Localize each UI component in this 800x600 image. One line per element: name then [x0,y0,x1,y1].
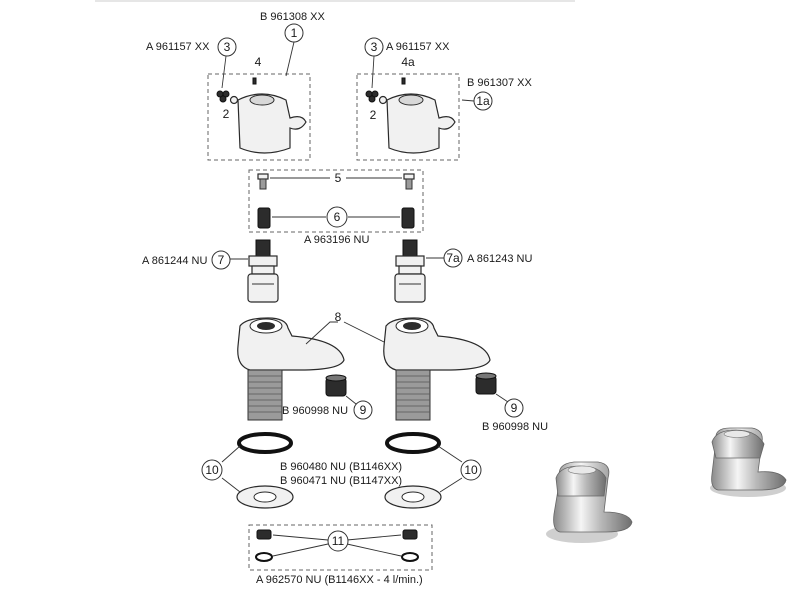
code-handle-left: B 961308 XX [260,11,325,23]
escutcheon-right [384,485,442,509]
aerator-right [475,372,497,395]
code-flow-restrictor: A 962570 NU (B1146XX - 4 l/min.) [256,574,423,586]
cartridge-left [247,239,279,303]
callout-9-left: 9 [353,400,373,420]
screw-left [257,173,269,190]
handle-group-left-box [207,73,311,161]
svg-text:7a: 7a [446,251,460,265]
adapter-right [401,207,415,229]
svg-text:1: 1 [291,26,298,40]
code-aerator-left: B 960998 NU [282,405,348,417]
code-handle-right: B 961307 XX [467,77,532,89]
gasket-ring-left [237,432,293,454]
label-8: 8 [335,310,342,324]
cartridge-right [394,239,426,303]
label-2-right: 2 [370,108,377,122]
code-screw-cap-right: A 961157 XX [386,41,450,53]
screw-right [403,173,415,190]
svg-text:1a: 1a [476,94,490,108]
svg-text:10: 10 [464,463,478,477]
label-4: 4 [255,55,262,69]
svg-text:6: 6 [334,210,341,224]
callout-11: 11 [327,530,349,552]
svg-text:3: 3 [224,40,231,54]
lever-handle-right [386,93,456,154]
flow-insert-left [256,529,272,540]
callout-6: 6 [326,206,348,228]
escutcheon-left [236,485,294,509]
callout-3-left: 3 [217,37,237,57]
washer-left [255,552,273,562]
screw-cap-left [216,90,230,103]
flow-insert-right [402,529,418,540]
lever-handle-left [237,93,307,154]
label-5: 5 [335,171,342,185]
grub-screw-left [229,95,239,105]
aerator-left [325,374,347,397]
washer-group-box [248,524,433,571]
code-cartridge-set: A 963196 NU [304,234,369,246]
svg-text:11: 11 [332,534,345,548]
indicator-left [252,77,257,85]
svg-text:10: 10 [205,463,219,477]
indicator-right [401,77,406,85]
code-cartridge-right: A 861243 NU [467,253,532,265]
callout-10-left: 10 [201,459,223,481]
gasket-ring-right [385,432,441,454]
code-aerator-right: B 960998 NU [482,421,548,433]
callout-7: 7 [211,250,231,270]
code-screw-cap-left: A 961157 XX [146,41,210,53]
callout-9-right: 9 [504,398,524,418]
callout-3-right: 3 [364,37,384,57]
washer-right [401,552,419,562]
product-photo-left [546,461,633,543]
label-4a: 4a [401,55,415,69]
cartridge-group-box [248,169,424,233]
code-cartridge-left: A 861244 NU [142,255,207,267]
tap-body-right [383,317,491,421]
callout-7a: 7a [443,248,463,268]
code-gasket-2: B 960471 NU (B1147XX) [280,475,402,487]
svg-text:3: 3 [371,40,378,54]
callout-10-right: 10 [460,459,482,481]
tap-body-left [237,317,345,421]
svg-text:9: 9 [511,401,518,415]
label-2-left: 2 [223,107,230,121]
grub-screw-right [378,95,388,105]
screw-cap-right [365,90,379,103]
code-gasket-1: B 960480 NU (B1146XX) [280,461,402,473]
product-photo-right [710,427,787,497]
top-divider [95,0,575,2]
callout-1: 1 [284,23,304,43]
adapter-left [257,207,271,229]
svg-text:7: 7 [218,253,225,267]
svg-text:9: 9 [360,403,367,417]
handle-group-right-box [356,73,460,161]
callout-1a: 1a [473,91,493,111]
